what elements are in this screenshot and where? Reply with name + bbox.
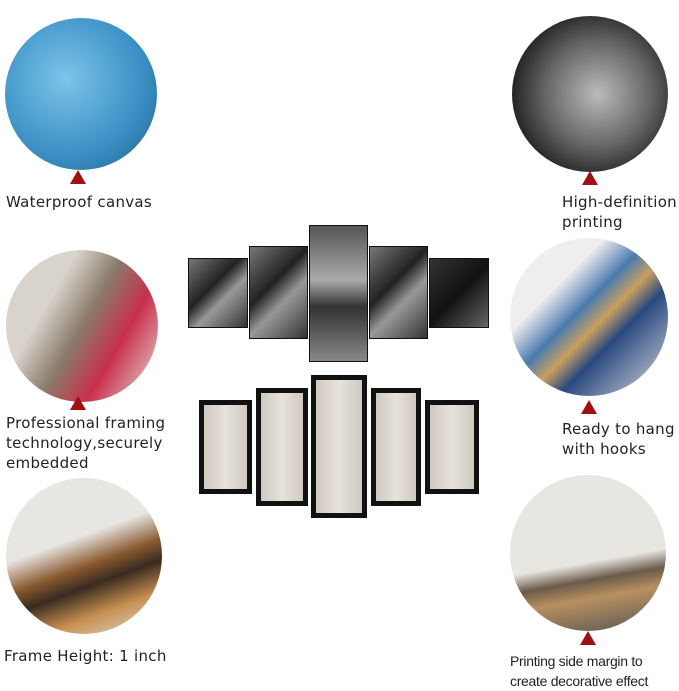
canvas-panel-2 (249, 246, 308, 339)
feature-text: High-definition (562, 193, 677, 211)
canvas-panel-3 (309, 225, 368, 362)
side-margin-image (510, 475, 666, 631)
canvas-panel-5 (429, 258, 489, 328)
pointer-triangle-icon (580, 631, 596, 645)
pointer-triangle-icon (581, 400, 597, 414)
frame-back-2 (256, 388, 308, 506)
feature-text: printing (562, 213, 623, 231)
feature-hd-printing: High-definition printing (562, 192, 677, 232)
feature-text: Waterproof canvas (6, 193, 153, 211)
frame-back-1 (199, 400, 252, 494)
feature-side-margin: Printing side margin to create decorativ… (510, 651, 648, 691)
waterproof-canvas-image (5, 18, 157, 170)
feature-text: create decorative effect (510, 673, 649, 689)
feature-text: technology,securely (6, 434, 163, 452)
feature-text: Ready to hang (562, 420, 675, 438)
feature-framing: Professional framing technology,securely… (6, 413, 165, 473)
lion-closeup-image (512, 16, 668, 172)
feature-waterproof: Waterproof canvas (6, 192, 152, 212)
feature-text: Printing side margin to (510, 653, 643, 669)
feature-text: Professional framing (6, 414, 166, 432)
frame-back-5 (425, 400, 479, 494)
framing-technology-image (6, 250, 158, 402)
pointer-triangle-icon (70, 170, 86, 184)
feature-text: embedded (6, 454, 89, 472)
feature-text: with hooks (562, 440, 646, 458)
hooks-image (510, 238, 668, 396)
canvas-panel-4 (369, 246, 428, 339)
frame-back-4 (371, 388, 421, 506)
frame-back-3 (311, 375, 367, 518)
feature-text: Frame Height: 1 inch (4, 647, 167, 665)
feature-ready-to-hang: Ready to hang with hooks (562, 419, 675, 459)
pointer-triangle-icon (70, 396, 86, 410)
canvas-panel-1 (188, 258, 248, 328)
pointer-triangle-icon (582, 171, 598, 185)
feature-frame-height: Frame Height: 1 inch (4, 646, 167, 666)
frame-height-image (6, 478, 162, 634)
